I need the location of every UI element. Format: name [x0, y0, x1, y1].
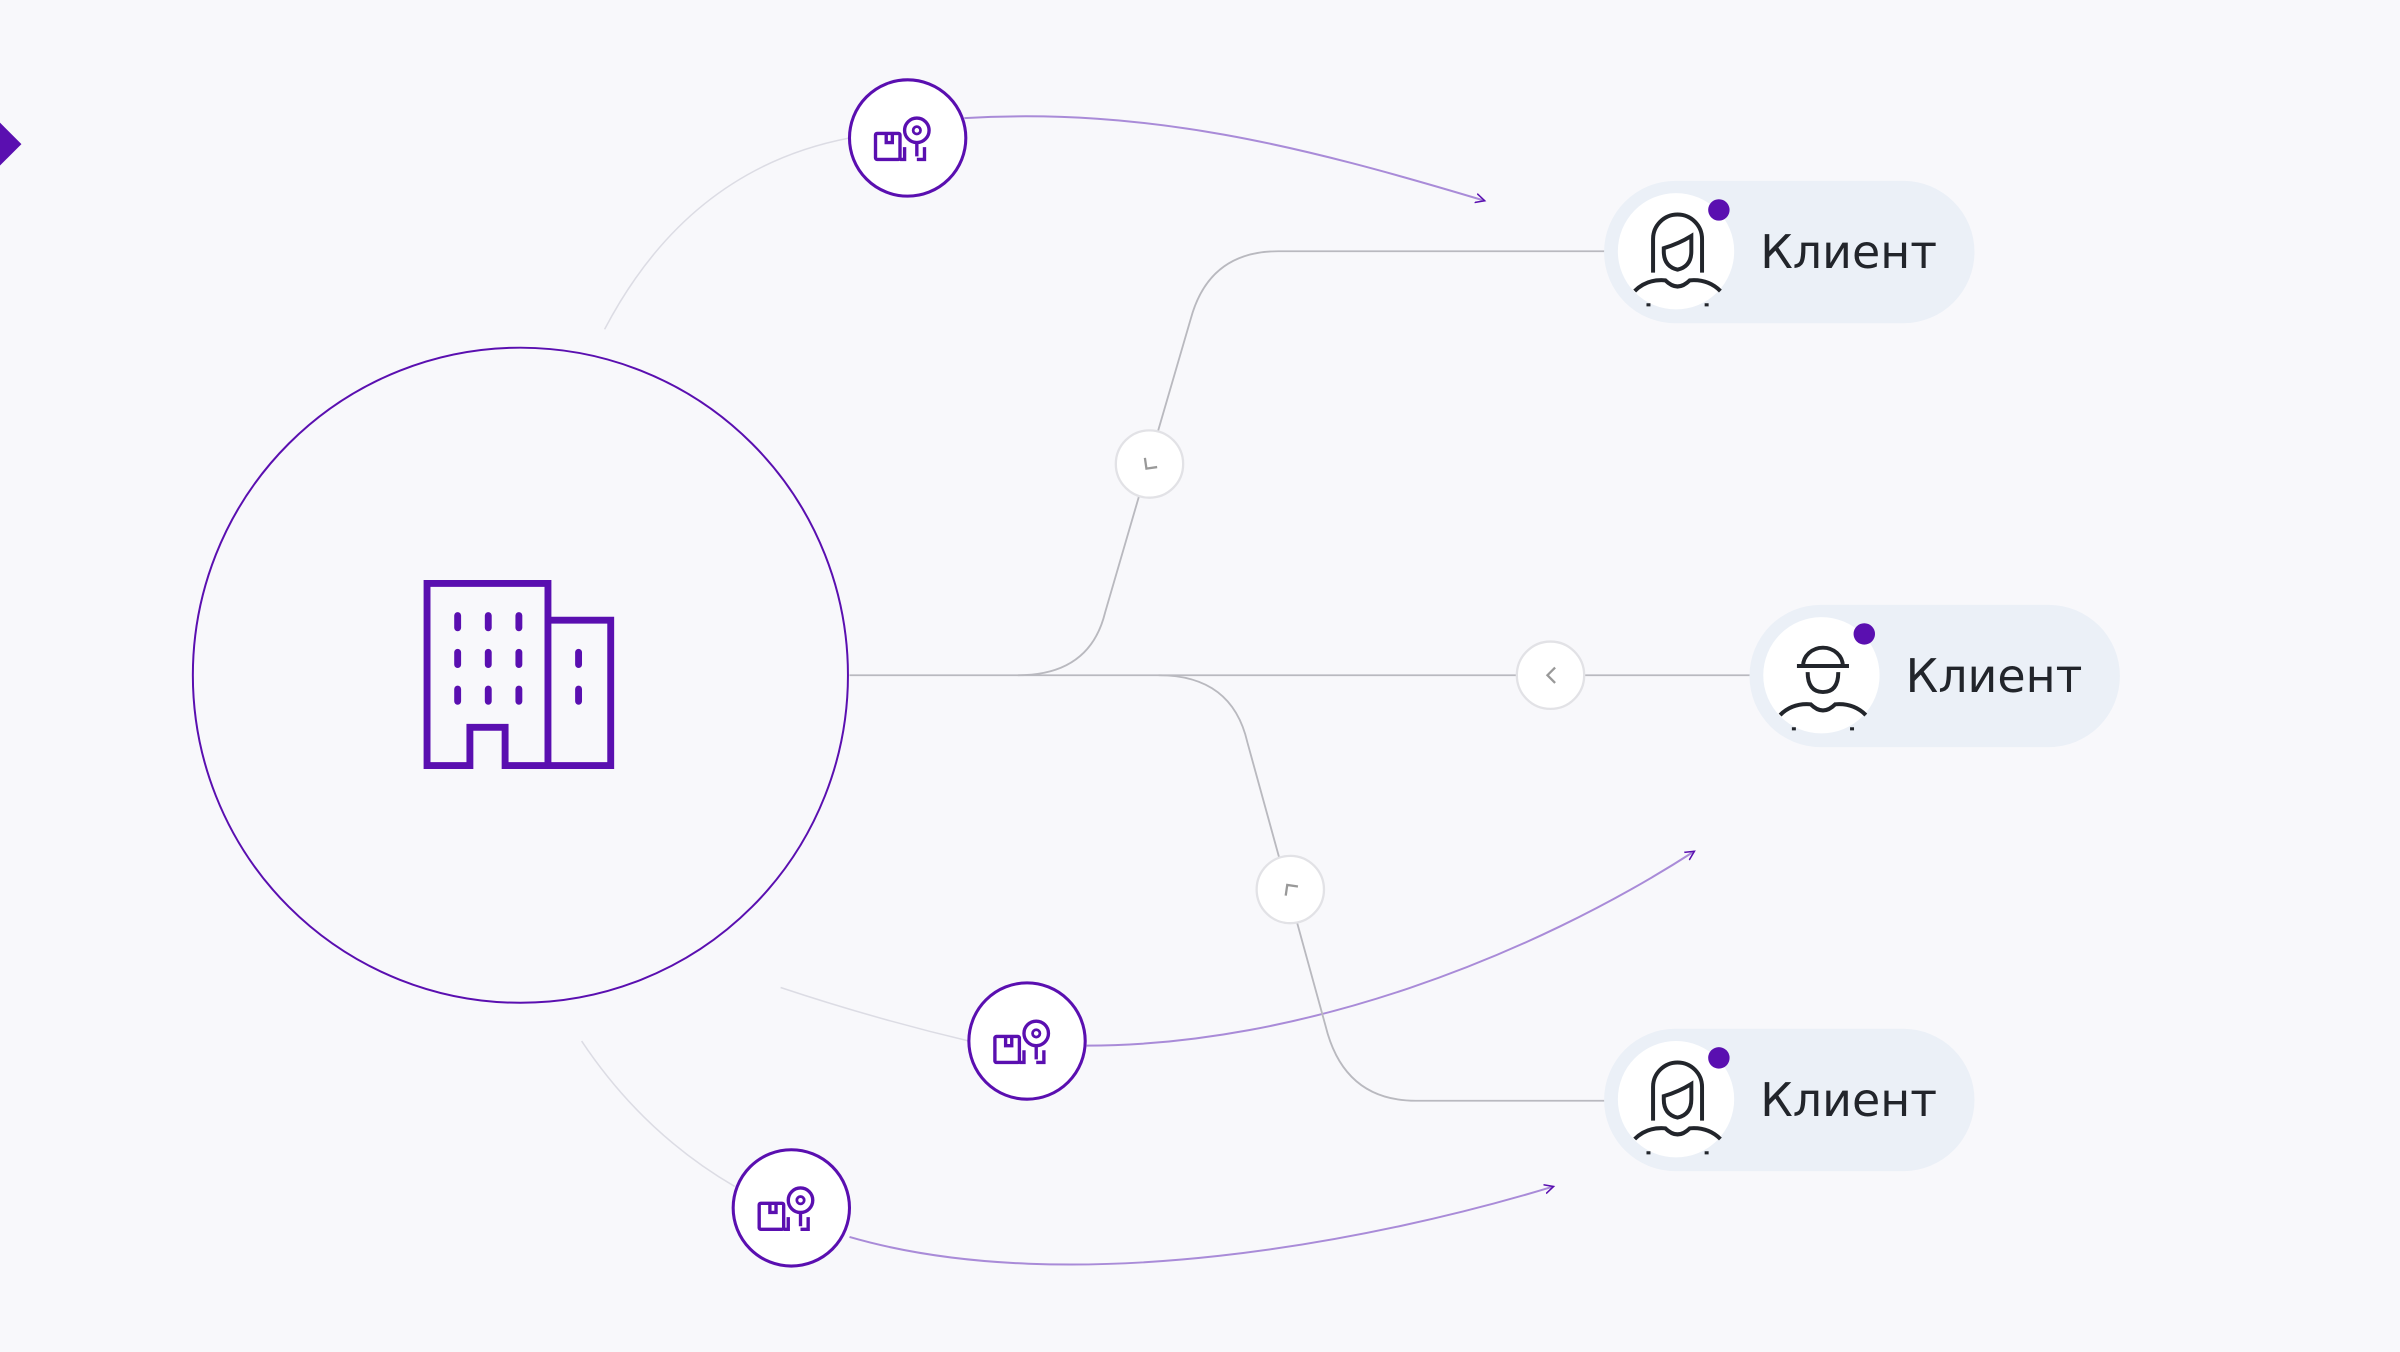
side-marker: [0, 122, 22, 166]
chevron-up-left-icon[interactable]: [1255, 854, 1326, 925]
client-pill[interactable]: Клиент: [1604, 180, 1975, 324]
building-icon: [423, 579, 615, 769]
package-location-icon[interactable]: [967, 981, 1087, 1101]
faint-link: [580, 1040, 736, 1188]
package-location-icon[interactable]: [847, 78, 968, 198]
connector-line-bottom: [1158, 674, 1608, 1102]
client-pill[interactable]: Клиент: [1604, 1028, 1975, 1172]
faint-link: [780, 986, 970, 1042]
client-label: Клиент: [1906, 649, 2083, 703]
client-pill[interactable]: Клиент: [1749, 604, 2120, 748]
status-dot: [1853, 623, 1875, 645]
flow-arrow: [1086, 851, 1695, 1047]
package-location-icon[interactable]: [731, 1148, 852, 1268]
company-node[interactable]: [191, 346, 849, 1004]
client-label: Клиент: [1760, 225, 1937, 279]
flow-arrow: [964, 115, 1484, 200]
chevron-down-left-icon[interactable]: [1114, 429, 1185, 499]
status-dot: [1708, 1047, 1730, 1069]
client-label: Клиент: [1760, 1073, 1937, 1127]
faint-link: [603, 137, 850, 330]
flow-arrow: [849, 1186, 1553, 1266]
status-dot: [1708, 199, 1730, 221]
connector-line-top: [849, 250, 1608, 677]
chevron-left-icon[interactable]: [1515, 640, 1586, 711]
